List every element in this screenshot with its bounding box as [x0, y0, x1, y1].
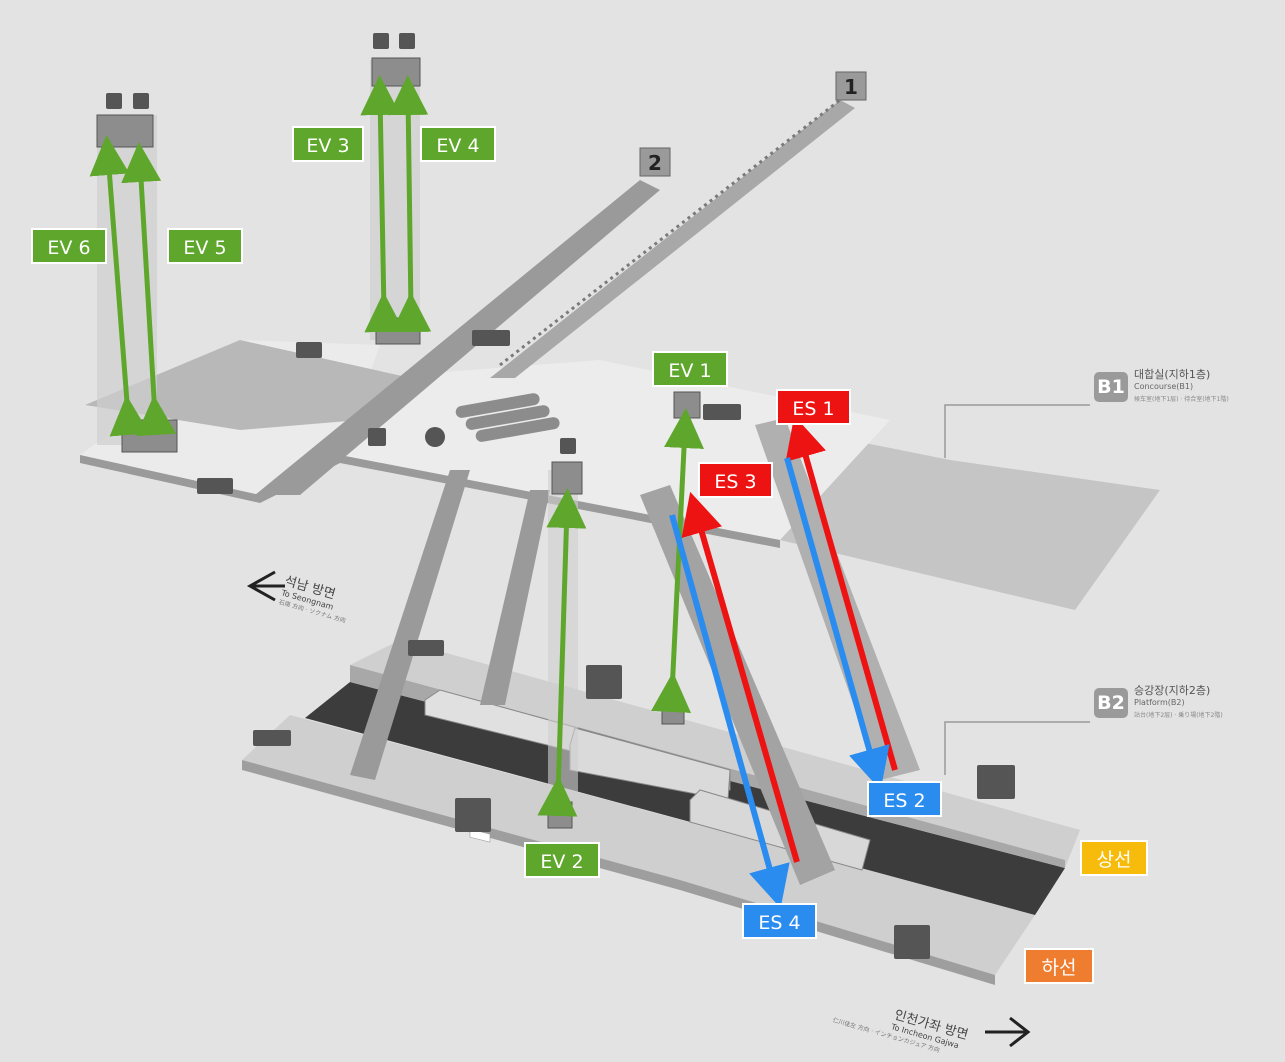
nursing-room-icon: [368, 428, 386, 446]
exit-2-label: 2: [648, 151, 662, 175]
concourse-level: [80, 340, 1160, 610]
down-line-tag[interactable]: 하선: [1024, 948, 1094, 984]
concourse-edge: [80, 455, 780, 548]
ev3-tag[interactable]: EV 3: [292, 126, 364, 162]
seongnam-arrow-icon[interactable]: [246, 570, 285, 602]
ev1-tag[interactable]: EV 1: [652, 351, 728, 387]
es2-arrow: [784, 457, 890, 791]
up-line-tag[interactable]: 상선: [1080, 840, 1148, 876]
b1-label-jp: 候车室(地下1层) · 待合室(地下1階): [1134, 396, 1229, 403]
stair-support-left: [350, 470, 470, 780]
down-platform-edge: [242, 760, 995, 985]
ev6-tag[interactable]: EV 6: [31, 228, 107, 264]
b2-label: 승강장(지하2층): [1134, 684, 1211, 697]
es3-arrow: [681, 491, 800, 863]
elevator-sign-icon: [399, 33, 415, 49]
help-phone-icon: [197, 478, 233, 494]
help-phone-icon: [977, 765, 1015, 799]
ev5-tag[interactable]: EV 5: [167, 228, 243, 264]
b1-badge: B1: [1094, 372, 1128, 402]
exit-1-label: 1: [844, 75, 858, 99]
escalator-1-2-body: [755, 418, 920, 780]
help-phone-icon: [586, 665, 622, 699]
elevator-arrows: [89, 75, 704, 817]
help-phone-icon: [408, 640, 444, 656]
exit-2-marker[interactable]: 2: [639, 147, 671, 177]
b1-label-en: Concourse(B1): [1134, 382, 1194, 391]
ev2-tag[interactable]: EV 2: [524, 842, 600, 878]
ev-cab-1-bottom: [661, 699, 685, 725]
fare-gates: [455, 393, 560, 442]
facility-icons: [106, 33, 1015, 959]
b2-leader-line: [944, 721, 1090, 775]
help-phone-icon: [455, 798, 491, 832]
es1-arrow: [785, 415, 898, 771]
es4-tag[interactable]: ES 4: [742, 903, 817, 939]
info-icon: [425, 427, 445, 447]
exit-1-marker[interactable]: 1: [835, 71, 867, 101]
exit-1-route: [499, 98, 841, 367]
ev-cab-1: [673, 391, 701, 419]
b1-label: 대합실(지하1층): [1134, 368, 1211, 381]
ev-cab-5-6-top: [96, 114, 154, 148]
elevator-sign-icon: [560, 438, 576, 454]
ev-cab-3-4-bottom: [375, 317, 421, 345]
help-phone-icon: [703, 404, 741, 420]
exit-1-stairs: [490, 100, 855, 378]
ev4-tag[interactable]: EV 4: [420, 126, 496, 162]
track-bed: [305, 682, 1065, 915]
stair-support-mid: [480, 490, 550, 705]
es1-tag[interactable]: ES 1: [776, 389, 851, 425]
exit-2-stairs: [255, 180, 660, 495]
elevator-sign-icon: [106, 93, 122, 109]
b2-label-en: Platform(B2): [1134, 698, 1185, 707]
ev-cab-3-4-top: [371, 57, 421, 87]
help-phone-icon: [472, 330, 510, 346]
help-phone-icon: [894, 925, 930, 959]
ev-cab-2-top: [551, 461, 583, 495]
b1-leader-line: [944, 404, 1090, 458]
b2-badge: B2: [1094, 688, 1128, 718]
elevator-sign-icon: [373, 33, 389, 49]
es2-tag[interactable]: ES 2: [867, 781, 942, 817]
down-platform: [242, 715, 1035, 975]
es3-tag[interactable]: ES 3: [698, 462, 773, 498]
ev-cab-2-bottom: [547, 801, 573, 829]
b2-label-jp: 站台(地下2层) · 乗り場(地下2階): [1134, 712, 1223, 719]
platform-level: [242, 640, 1080, 985]
help-phone-icon: [253, 730, 291, 746]
es4-arrow: [669, 514, 790, 909]
ev-cab-5-6-bottom: [121, 419, 178, 453]
concourse-right-slab: [750, 420, 1160, 610]
incheon-arrow-icon[interactable]: [985, 1016, 1031, 1048]
restroom-icon: [296, 342, 322, 358]
elevator-sign-icon: [133, 93, 149, 109]
